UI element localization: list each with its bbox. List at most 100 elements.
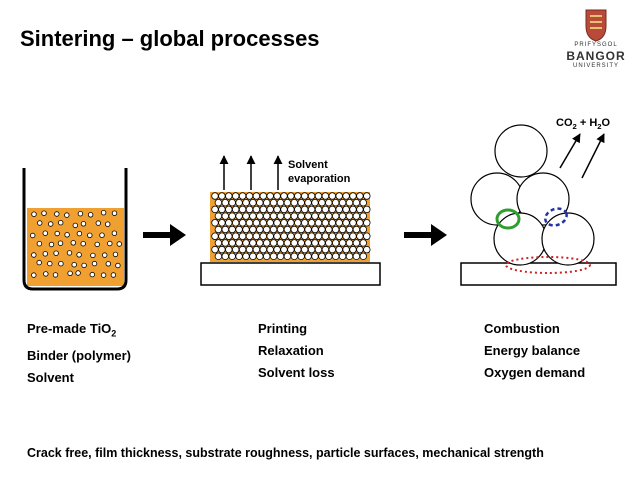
logo-name: BANGOR: [566, 49, 626, 63]
particle-dot: [228, 239, 236, 247]
particle-dot: [242, 252, 250, 260]
particle-dot: [280, 192, 288, 200]
particle-dot: [301, 245, 309, 254]
particle-dot: [89, 271, 95, 278]
particle-dot: [307, 232, 316, 240]
co2-sub: 2: [572, 122, 577, 132]
particle-dot: [318, 198, 326, 207]
particle-dot: [325, 198, 333, 207]
particle-dot: [297, 212, 305, 220]
particle-dot: [345, 239, 354, 247]
particle-dot: [335, 232, 343, 240]
particle-dot: [294, 205, 302, 214]
particle-dot: [280, 245, 288, 254]
particle-dot: [269, 225, 278, 234]
particle-dot: [225, 245, 233, 254]
particle-dot: [54, 230, 60, 237]
particle-dot: [249, 198, 257, 207]
particle-dot: [290, 252, 298, 260]
particle-dot: [307, 205, 316, 214]
particle-dot: [297, 225, 305, 234]
particle-dot: [91, 260, 98, 267]
particle-dot: [325, 239, 333, 247]
particle-dot: [321, 205, 330, 214]
particle-dot: [287, 245, 295, 254]
particle-dot: [111, 230, 118, 236]
particle-dot: [228, 252, 236, 260]
particle-dot: [294, 192, 302, 200]
particle-dot: [359, 239, 367, 247]
particle-dot: [252, 219, 261, 227]
substrate-1: [200, 262, 381, 286]
particle-dot: [304, 225, 312, 234]
particle-dot: [256, 252, 264, 260]
particle-dot: [338, 239, 347, 247]
particle-dot: [242, 212, 250, 220]
column-line: Binder (polymer): [27, 347, 132, 363]
particle-dot: [231, 232, 240, 240]
particle-dot: [304, 239, 312, 247]
column-line: Printing: [258, 321, 308, 336]
particle-dot: [57, 240, 64, 246]
particle-dot: [100, 209, 107, 216]
particle-dot: [58, 219, 64, 226]
beaker: [22, 168, 128, 291]
particle: [541, 212, 595, 266]
particle-dot: [252, 205, 261, 214]
particle-dot: [115, 262, 121, 269]
particle-dot: [112, 251, 119, 258]
particle-dot: [356, 232, 364, 240]
particle-dot: [269, 212, 278, 220]
bangor-university-logo: PRIFYSGOL BANGOR UNIVERSITY: [560, 8, 632, 70]
particle-dot: [318, 239, 326, 247]
particle-dot: [363, 192, 371, 200]
particle-dot: [276, 212, 285, 220]
particle-dot: [238, 232, 247, 240]
particle-dot: [294, 232, 302, 240]
particle-dot: [318, 212, 326, 220]
particle-dot: [66, 250, 73, 256]
particle-dot: [294, 219, 302, 227]
particle-dot: [332, 198, 340, 207]
column-line: Oxygen demand: [484, 365, 586, 380]
particle-dot: [325, 252, 333, 260]
particle-dot: [328, 245, 336, 254]
particle-dot: [77, 210, 84, 217]
gas-arrow: [559, 133, 581, 169]
particle-dot: [228, 212, 236, 220]
particle-dot: [263, 252, 271, 260]
particle-dot: [335, 245, 343, 254]
column-line: Solvent: [27, 369, 74, 385]
particle-dot: [311, 225, 319, 234]
particle-dot: [259, 192, 267, 200]
particle-dot: [214, 239, 223, 247]
liquid-fill: [27, 208, 124, 286]
particle-dot: [53, 250, 59, 256]
particle-dot: [54, 211, 60, 217]
particle-dot: [90, 252, 96, 259]
gas-arrow: [581, 133, 605, 179]
particle-dot: [225, 192, 233, 200]
particle-dot: [211, 245, 219, 254]
column-line: Energy balance: [484, 343, 581, 358]
particle-dot: [342, 192, 350, 200]
solvent-label-line: Solvent: [288, 159, 328, 171]
particle-dot: [245, 205, 254, 214]
particle-dot: [218, 219, 226, 227]
particle-dot: [273, 219, 281, 227]
particle-dot: [214, 252, 223, 260]
particle-dot: [245, 192, 254, 200]
particle-dot: [48, 221, 54, 227]
particle-dot: [318, 225, 326, 234]
particle-dot: [64, 212, 70, 218]
particle-dot: [76, 230, 83, 237]
particle-dot: [231, 192, 240, 200]
particle-dot: [314, 219, 323, 227]
particle-dot: [235, 198, 243, 207]
particle-dot: [58, 261, 64, 267]
particle-dot: [314, 232, 323, 240]
particle-dot: [356, 219, 364, 227]
neck-ring-green: [495, 208, 521, 230]
particle-dot: [263, 198, 271, 207]
co2-text: CO: [556, 117, 573, 129]
